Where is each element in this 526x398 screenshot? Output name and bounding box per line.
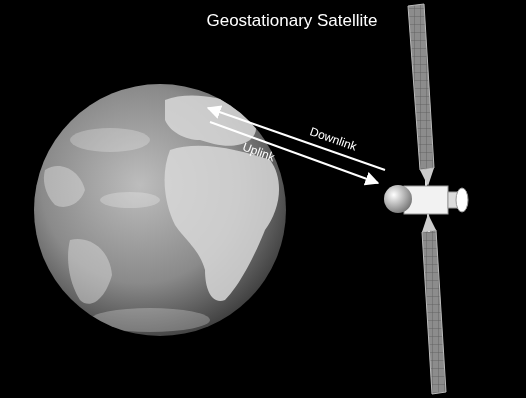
downlink-arrow — [208, 108, 385, 170]
link-label: Downlink — [308, 125, 358, 152]
title: Geostationary Satellite — [206, 12, 377, 29]
uplink-arrow — [210, 122, 378, 183]
satellite-body — [384, 185, 468, 214]
